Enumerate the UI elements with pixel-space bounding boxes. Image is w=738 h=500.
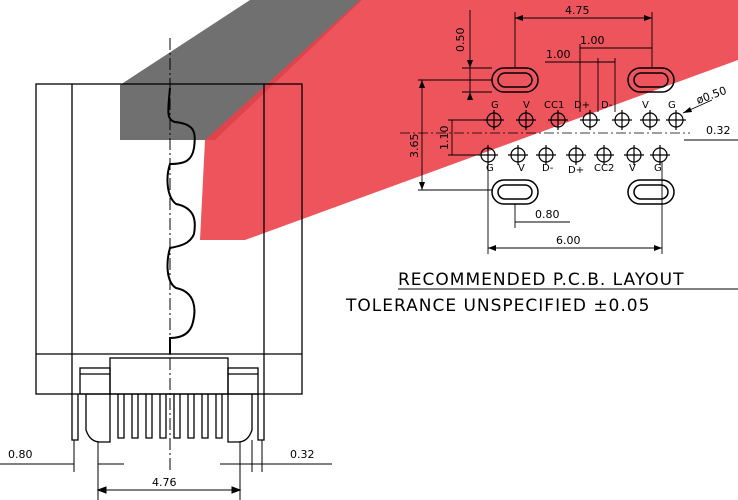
dim-label-050: 0.50 (454, 28, 467, 53)
pin-right-bend (227, 394, 253, 443)
slot-bottom-left (491, 179, 539, 205)
pcb-arrows (419, 15, 692, 251)
arrow-050-b (467, 92, 473, 100)
side-dimensions (0, 440, 332, 500)
pin-label-bottom-6: V (629, 163, 636, 174)
dim-label-032: 0.32 (706, 124, 731, 137)
arrow-050-t (467, 60, 473, 68)
pin-label-bottom-7: G (654, 163, 662, 174)
dim-label-032: 0.32 (290, 448, 315, 461)
pin-label-top-3: CC1 (544, 100, 564, 111)
arrow-dia (683, 107, 692, 113)
lower-block-center (109, 357, 229, 395)
pin-label-top-1: G (491, 100, 499, 111)
pin-4 (159, 394, 167, 439)
slot-bottom-left-inner (497, 184, 533, 200)
top-row-holes (484, 110, 686, 130)
pin-1 (117, 394, 125, 439)
pin-label-bottom-4: D+ (568, 165, 584, 176)
pin-label-bottom-1: G (486, 163, 494, 174)
arrow-600-l (488, 245, 496, 251)
pin-label-top-6: V (642, 100, 649, 111)
slot-top-right-inner (633, 72, 669, 88)
dim-label-080-pcb: 0.80 (535, 208, 560, 221)
slot-top-right (627, 67, 675, 93)
spring-contact-profile (166, 87, 196, 354)
bottom-row-holes (478, 145, 670, 165)
pin-label-bottom-3: D- (542, 163, 554, 174)
pin-label-top-7: G (668, 100, 676, 111)
pin-label-top-2: V (523, 100, 530, 111)
pin-label-top-4: D+ (574, 100, 590, 111)
pin-3 (145, 394, 153, 439)
pin-5 (173, 394, 181, 439)
pin-row (71, 394, 265, 443)
pcb-layout (398, 10, 738, 290)
arrow-476-left (96, 486, 107, 494)
pcb-dimension-lines (418, 10, 738, 254)
slot-top-left-inner (497, 72, 533, 88)
pin-label-bottom-2: V (518, 163, 525, 174)
arrow-365-t (419, 80, 425, 88)
dim-label-475: 4.75 (565, 4, 590, 17)
pin-7 (201, 394, 209, 439)
dim-label-dia: ø0.50 (695, 84, 729, 107)
dim-label-100-a: 1.00 (580, 34, 605, 47)
pin-right-outer (257, 394, 265, 441)
layout-title: RECOMMENDED P.C.B. LAYOUT (398, 270, 685, 290)
watermark-grey-stroke (120, 0, 362, 140)
dim-label-600: 6.00 (556, 234, 581, 247)
arrow-475-r (644, 15, 652, 21)
pin-2 (131, 394, 139, 439)
dim-label-476: 4.76 (152, 476, 177, 489)
dim-label-365: 3.65 (408, 134, 421, 159)
arrow-365-b (419, 182, 425, 190)
tolerance-note: TOLERANCE UNSPECIFIED ±0.05 (345, 296, 650, 316)
pin-label-bottom-5: CC2 (594, 163, 614, 174)
arrow-475-l (515, 15, 523, 21)
dim-label-110: 1.10 (438, 126, 451, 151)
pin-label-top-5: D- (601, 100, 613, 111)
side-view (0, 38, 332, 500)
pin-6 (187, 394, 195, 439)
lower-block-left (79, 367, 111, 395)
slot-bottom-right (627, 179, 675, 205)
pin-left-bend (85, 394, 111, 443)
lower-block-right (227, 367, 259, 395)
dim-label-080: 0.80 (8, 448, 33, 461)
pin-left-outer (71, 394, 79, 441)
pin-8 (215, 394, 223, 439)
slot-bottom-right-inner (633, 184, 669, 200)
arrow-476-right (231, 486, 242, 494)
dim-label-100-b: 1.00 (546, 48, 571, 61)
arrow-600-r (654, 245, 662, 251)
